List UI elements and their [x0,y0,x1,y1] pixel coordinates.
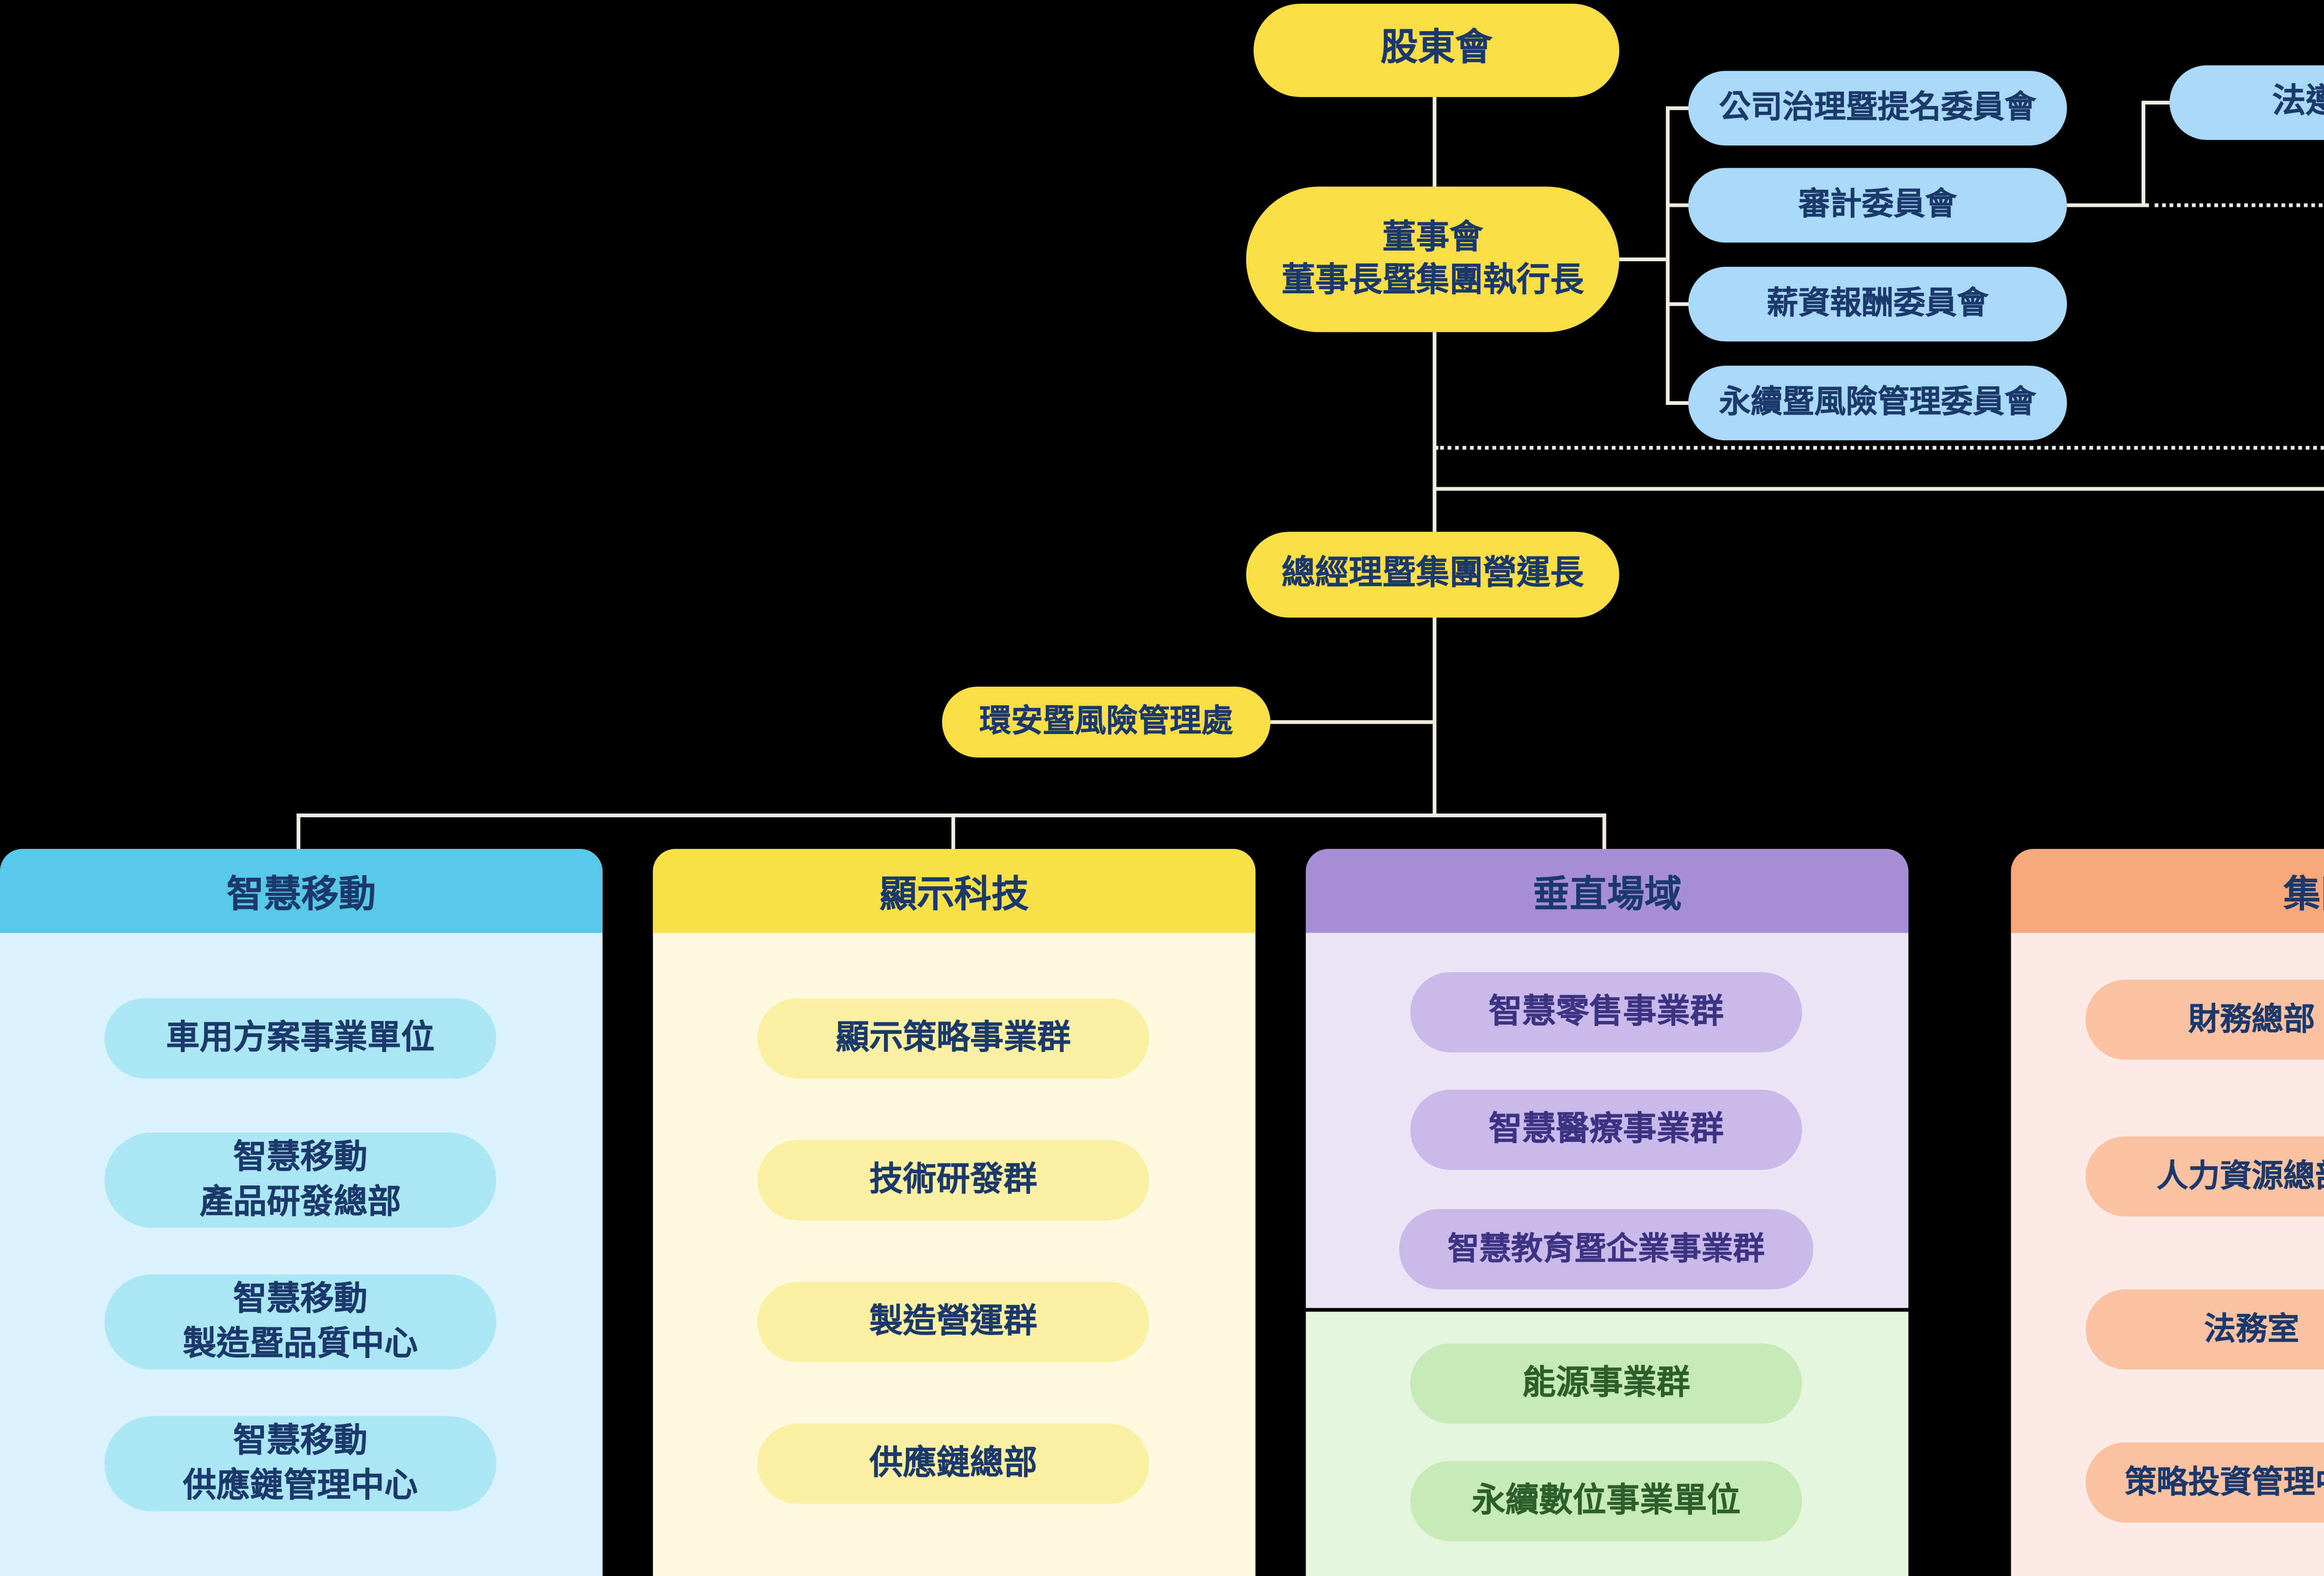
committee-label: 審計委員會 [1798,186,1957,223]
unit-finance-hq: 財務總部 [2086,980,2324,1060]
group-display-technology-header: 顯示科技 [653,849,1256,933]
unit-label: 技術研發群 [869,1160,1037,1198]
unit-label: 財務總部 [2188,1001,2315,1037]
connector-committees-bracket [1666,106,1670,405]
connector-president-groups [1433,617,1437,815]
unit-label: 策略投資管理中心 [2125,1464,2324,1500]
committee-governance-nomination: 公司治理暨提名委員會 [1688,71,2067,146]
node-label-line2: 董事長暨集團執行長 [1281,261,1584,299]
connector-board-committees-stem [1619,257,1666,261]
unit-smart-education-enterprise: 智慧教育暨企業事業群 [1399,1209,1814,1290]
group-smart-mobility: 智慧移動 車用方案事業單位 智慧移動 產品研發總部 智慧移動 製造暨品質中心 智… [0,849,603,1576]
node-label: 法遵總顧問 [2272,83,2324,120]
group-operation-support: 集團營運支援單位 財務總部 數位技術發展總部 人力資源總部 永續發展總部 法務室… [2011,849,2324,1576]
unit-sustainable-digital: 永續數位事業單位 [1410,1461,1802,1542]
committee-label: 薪資報酬委員會 [1766,285,1989,321]
unit-human-resources-hq: 人力資源總部 [2086,1136,2324,1217]
committee-label: 永續暨風險管理委員會 [1719,384,2036,420]
unit-smart-retail: 智慧零售事業群 [1410,972,1802,1053]
node-label: 環安暨風險管理處 [979,703,1233,739]
unit-label: 車用方案事業單位 [166,1019,435,1056]
committee-compensation: 薪資報酬委員會 [1688,266,2067,342]
node-chief-compliance-counsel: 法遵總顧問 [2169,65,2324,140]
connector-branch-support-h [1433,487,2324,491]
unit-smart-medical: 智慧醫療事業群 [1410,1089,1802,1170]
connector-drop-display-tech [951,813,955,849]
unit-label: 顯示策略事業群 [836,1019,1071,1056]
unit-legal-office: 法務室 [2086,1289,2324,1370]
unit-label: 人力資源總部 [2156,1158,2324,1194]
connector-audit-compliance-h [2067,203,2146,207]
unit-label: 能源事業群 [1522,1364,1690,1402]
connector-compliance-stub [2141,100,2172,105]
connector-committee-1 [1666,106,1692,110]
unit-label-line2: 製造暨品質中心 [183,1324,418,1361]
unit-label: 供應鏈總部 [869,1444,1037,1482]
unit-label-line1: 智慧移動 [233,1281,368,1318]
connector-audit-compliance-v [2141,100,2146,207]
node-board-of-directors: 董事會 董事長暨集團執行長 [1246,186,1619,332]
connector-committee-3 [1666,302,1692,306]
group-vertical-domains: 垂直場域 智慧零售事業群 智慧醫療事業群 智慧教育暨企業事業群 能源事業群 永續… [1306,849,1908,1576]
group-title: 智慧移動 [226,875,376,916]
committee-label: 公司治理暨提名委員會 [1719,90,2036,126]
unit-label: 永續數位事業單位 [1472,1481,1741,1519]
dotted-compliance-to-line [1434,446,2324,450]
unit-manufacturing-ops: 製造營運群 [757,1282,1149,1362]
connector-committee-2 [1666,203,1692,207]
unit-supply-chain-hq: 供應鏈總部 [757,1424,1149,1504]
unit-label-line1: 智慧移動 [233,1423,368,1460]
group-title: 集團營運支援單位 [2283,875,2324,916]
group-vertical-domains-header: 垂直場域 [1306,849,1908,933]
connector-committee-4 [1666,401,1692,405]
connector-shareholders-board [1433,97,1437,187]
unit-energy: 能源事業群 [1410,1343,1802,1424]
unit-automotive-solutions: 車用方案事業單位 [104,998,496,1079]
group-title: 顯示科技 [879,875,1029,916]
unit-strategic-investment: 策略投資管理中心 [2086,1442,2324,1523]
committee-audit: 審計委員會 [1688,168,2067,243]
node-president-coo: 總經理暨集團營運長 [1246,531,1619,618]
unit-mobility-supply-chain: 智慧移動 供應鏈管理中心 [104,1416,496,1511]
unit-label: 智慧零售事業群 [1488,993,1724,1030]
connector-drop-smart-mobility [297,813,301,849]
node-ehs-risk-office: 環安暨風險管理處 [942,686,1271,758]
node-label: 股東會 [1380,28,1492,70]
group-display-technology: 顯示科技 顯示策略事業群 技術研發群 製造營運群 供應鏈總部 [653,849,1256,1576]
unit-label-line2: 供應鏈管理中心 [183,1465,418,1503]
node-shareholders-meeting: 股東會 [1254,4,1619,97]
group-title: 垂直場域 [1532,875,1682,916]
node-label-line1: 董事會 [1382,218,1483,256]
unit-label-line1: 智慧移動 [233,1139,368,1177]
unit-label: 智慧醫療事業群 [1488,1110,1724,1148]
node-label: 總經理暨集團營運長 [1281,555,1584,593]
connector-drop-vertical [1602,813,1606,849]
group-smart-mobility-header: 智慧移動 [0,849,603,933]
group-operation-support-header: 集團營運支援單位 [2011,849,2324,933]
unit-label-line2: 產品研發總部 [199,1182,401,1219]
unit-label: 製造營運群 [869,1302,1037,1340]
committee-sustainability-risk: 永續暨風險管理委員會 [1688,365,2067,441]
dotted-audit-right [2145,203,2324,207]
connector-board-president [1433,332,1437,532]
unit-mobility-mfg-quality: 智慧移動 製造暨品質中心 [104,1274,496,1370]
unit-display-strategy: 顯示策略事業群 [757,998,1149,1079]
unit-label: 法務室 [2204,1311,2299,1347]
unit-label: 智慧教育暨企業事業群 [1447,1231,1765,1266]
unit-technology-rd: 技術研發群 [757,1140,1149,1220]
unit-mobility-product-rd: 智慧移動 產品研發總部 [104,1132,496,1228]
connector-ehs [1270,720,1433,724]
